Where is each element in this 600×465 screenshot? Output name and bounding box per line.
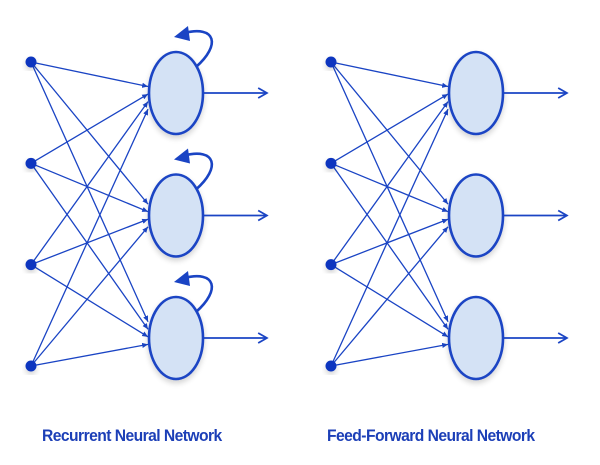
connection-edge (330, 162, 449, 213)
connection-edge (330, 61, 449, 205)
input-neuron (25, 56, 37, 68)
connection-edge (30, 108, 149, 367)
recurrent-loop-arrowhead-icon (174, 26, 190, 41)
connection-edge (30, 264, 149, 338)
input-neuron (25, 157, 37, 169)
connection-edge (30, 61, 149, 322)
input-neuron (325, 360, 337, 372)
connection-edge (30, 342, 149, 367)
connection-edge (30, 101, 149, 266)
hidden-neuron-circle (147, 50, 205, 136)
connections (330, 61, 449, 367)
connection-edge (330, 226, 449, 367)
connection-edge (30, 93, 149, 164)
recurrent-network-caption: Recurrent Neural Network (42, 426, 222, 445)
hidden-neuron-circle (147, 173, 205, 258)
input-neuron (325, 157, 337, 169)
connection-edge (330, 61, 449, 88)
hidden-neuron (147, 26, 267, 136)
connection-edge (330, 93, 449, 164)
feed-forward-network-diagram (325, 50, 568, 381)
connection-edge (30, 61, 149, 88)
connection-edge (330, 61, 449, 322)
input-neuron (325, 56, 337, 68)
connection-edge (330, 108, 449, 367)
recurrent-loop (183, 30, 214, 68)
hidden-neuron-circle (447, 173, 505, 258)
connection-edge (30, 162, 149, 213)
recurrent-loop (183, 275, 214, 313)
hidden-neuron (447, 173, 567, 258)
connection-edge (330, 101, 449, 266)
hidden-neuron-circle (447, 50, 505, 136)
hidden-neuron-circle (147, 295, 205, 381)
recurrent-loop-arrowhead-icon (174, 271, 190, 286)
connection-edge (30, 61, 149, 205)
hidden-neuron (447, 50, 567, 136)
input-neuron (25, 360, 37, 372)
connection-edge (330, 162, 449, 330)
connections (30, 61, 149, 367)
recurrent-network-diagram (25, 26, 268, 381)
hidden-neuron (447, 295, 567, 381)
connection-edge (330, 218, 449, 266)
hidden-neuron (147, 271, 267, 381)
recurrent-loop (183, 152, 214, 191)
hidden-neuron (147, 148, 267, 258)
input-neuron (325, 259, 337, 271)
connection-edge (30, 226, 149, 367)
feed-forward-network-caption: Feed-Forward Neural Network (327, 426, 535, 445)
input-neuron (25, 259, 37, 271)
connection-edge (330, 264, 449, 338)
hidden-neuron-circle (447, 295, 505, 381)
connection-edge (330, 342, 449, 367)
recurrent-loop-arrowhead-icon (174, 148, 190, 164)
connection-edge (30, 162, 149, 330)
connection-edge (30, 218, 149, 266)
